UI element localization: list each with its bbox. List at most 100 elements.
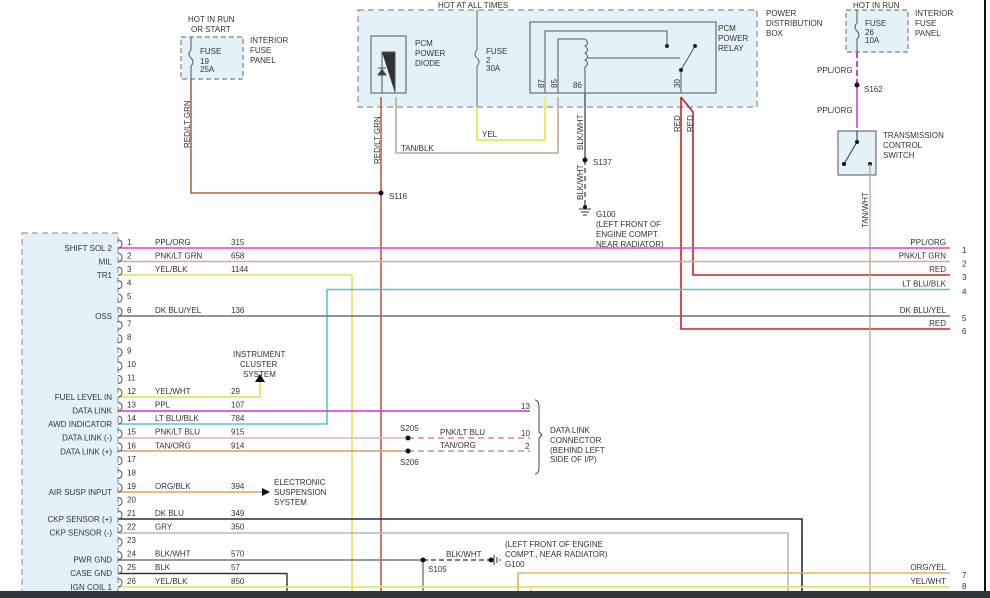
pcm-module-box xyxy=(21,232,119,598)
pin-terminal-icon xyxy=(117,307,123,317)
pin-number: 7 xyxy=(127,319,132,328)
arrow-susp-icon xyxy=(262,488,270,496)
ground-location: (LEFT FRONT OF xyxy=(596,220,661,229)
dlc-label: CONNECTOR xyxy=(550,436,602,445)
pin-number: 21 xyxy=(127,509,136,518)
connector-wire-label: PPL/ORG xyxy=(910,238,946,247)
pin-circuit: 784 xyxy=(231,414,245,423)
dlc-pin: 10 xyxy=(521,429,530,438)
pin-terminal-icon xyxy=(117,375,123,384)
pin-number: 15 xyxy=(127,428,136,437)
fuse-26-icon xyxy=(854,10,860,52)
wire-pin12 xyxy=(118,380,261,398)
wire-label: TAN/WHT xyxy=(861,192,870,228)
wire-pin21 xyxy=(118,518,803,598)
pin-terminal-icon xyxy=(117,429,123,439)
connector-wire-label: YEL/WHT xyxy=(910,577,946,586)
relay-pin-87: 87 xyxy=(537,79,546,88)
relay-pin-86: 86 xyxy=(573,81,582,90)
fuse-number: 2 xyxy=(486,56,491,65)
wire-label: RED xyxy=(673,115,682,132)
pin-circuit: 29 xyxy=(231,387,240,396)
pin-wire-color: YEL/BLK xyxy=(155,265,188,274)
ground-label: G100 xyxy=(596,210,616,219)
wire-red-3 xyxy=(680,96,950,276)
pin-circuit: 915 xyxy=(231,428,245,437)
pin-circuit: 350 xyxy=(231,523,245,532)
pin-terminal-icon xyxy=(117,334,123,344)
pin-circuit: 658 xyxy=(231,252,245,261)
pin-wire-color: DK BLU/YEL xyxy=(155,306,202,315)
pcm-power-diode-box xyxy=(370,35,407,94)
connector-wire-label: LT BLU/BLK xyxy=(902,280,946,289)
pin-circuit: 57 xyxy=(231,563,240,572)
pin-terminal-icon xyxy=(117,347,123,357)
pin-function: AIR SUSP INPUT xyxy=(49,488,113,497)
wire-label: BLK/WHT xyxy=(576,114,585,150)
pin-terminal-icon xyxy=(117,524,123,534)
pin-number: 12 xyxy=(127,387,136,396)
pin-terminal-icon xyxy=(117,483,123,493)
pin-terminal-icon xyxy=(117,469,123,479)
diode-label: POWER xyxy=(415,49,445,58)
pin-function: IGN COIL 1 xyxy=(71,583,113,592)
pin-number: 13 xyxy=(127,401,136,410)
pin-function: DATA LINK (+) xyxy=(60,447,112,456)
fuse-label: FUSE xyxy=(865,19,886,28)
pin-wire-color: PNK/LT GRN xyxy=(155,252,202,261)
connector-pin-number: 6 xyxy=(962,327,967,336)
connector-pin-number: 4 xyxy=(962,288,967,297)
panel-label: PANEL xyxy=(915,29,941,38)
pin-function: CKP SENSOR (+) xyxy=(47,515,112,524)
fuse-amp: 30A xyxy=(486,64,501,73)
fuse-2-icon xyxy=(474,10,480,107)
frame-edge xyxy=(984,0,986,591)
cluster-label: SYSTEM xyxy=(243,370,276,379)
pin-number: 4 xyxy=(127,279,132,288)
switch-label: SWITCH xyxy=(883,151,915,160)
pin-function: CKP SENSOR (-) xyxy=(49,529,112,538)
pin-number: 24 xyxy=(127,550,136,559)
pin-function: TR1 xyxy=(97,271,113,280)
pin-number: 26 xyxy=(127,577,136,586)
pin-number: 17 xyxy=(127,455,136,464)
dlc-pin: 13 xyxy=(521,402,530,411)
pin-terminal-icon xyxy=(117,388,123,398)
splice-label: S105 xyxy=(428,565,447,574)
pin-wire-color: ORG/BLK xyxy=(155,482,191,491)
relay-pin-30: 30 xyxy=(673,79,682,88)
wire-label: TAN/BLK xyxy=(401,144,434,153)
wire-red-lt-grn-fuse xyxy=(190,79,381,194)
fuse-number: 19 xyxy=(200,57,209,66)
wire-yel xyxy=(476,97,546,141)
connector-wire-label: DK BLU/YEL xyxy=(900,306,947,315)
splice-label: S137 xyxy=(593,158,612,167)
diode-label: DIODE xyxy=(415,59,440,68)
pin-number: 14 xyxy=(127,414,136,423)
connector-pin-number: 5 xyxy=(962,314,967,323)
connector-wire-label: RED xyxy=(929,319,946,328)
wire-red-6 xyxy=(680,97,950,330)
fuse-amp: 25A xyxy=(200,65,215,74)
hot-label: HOT AT ALL TIMES xyxy=(438,1,508,10)
arrow-cluster-icon xyxy=(255,374,265,382)
connector-pin-number: 3 xyxy=(962,273,967,282)
pin-number: 5 xyxy=(127,292,132,301)
pin-terminal-icon xyxy=(117,280,123,290)
pin-terminal-icon xyxy=(117,253,123,263)
pin-wire-color: YEL/WHT xyxy=(155,387,191,396)
connector-pin-number: 1 xyxy=(962,246,967,255)
pin-function: AWD INDICATOR xyxy=(48,420,112,429)
diode-icon xyxy=(377,51,396,93)
switch-label: TRANSMISSION xyxy=(883,131,944,140)
diode-label: PCM xyxy=(415,39,433,48)
pin-number: 9 xyxy=(127,346,132,355)
pin-number: 6 xyxy=(127,306,132,315)
panel-label: FUSE xyxy=(915,19,936,28)
pin-function: DATA LINK (-) xyxy=(62,434,112,443)
pin-terminal-icon xyxy=(117,456,123,466)
pin-terminal-icon xyxy=(117,293,123,303)
pin-number: 3 xyxy=(127,265,132,274)
